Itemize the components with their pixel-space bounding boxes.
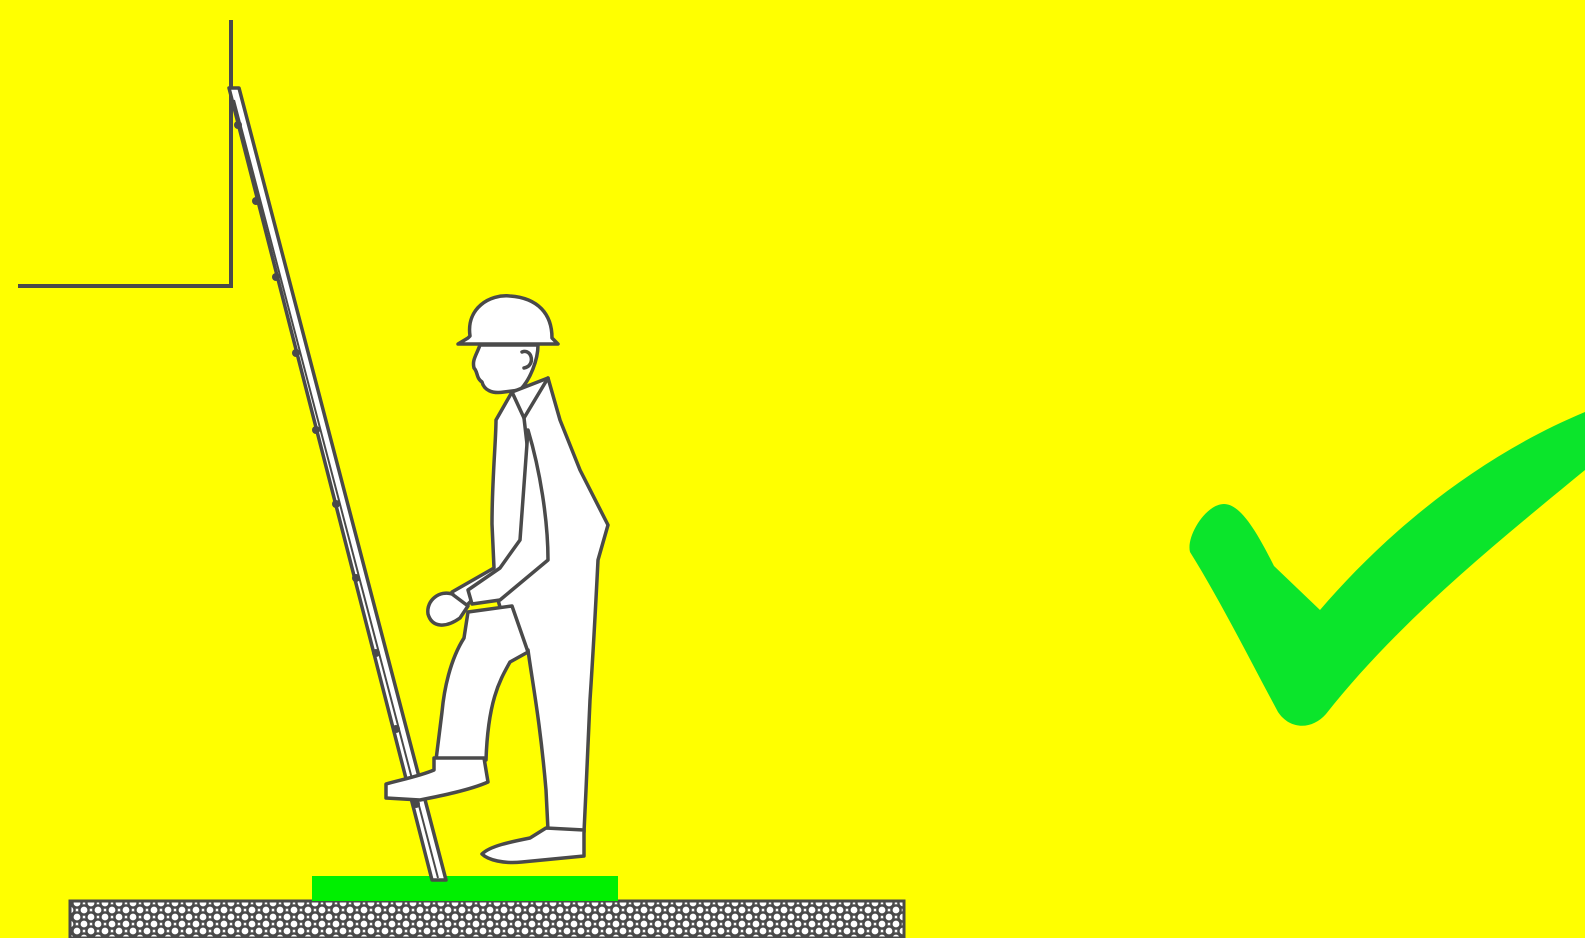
ladder-base-mat [312, 876, 618, 901]
ground-gravel [70, 901, 904, 938]
